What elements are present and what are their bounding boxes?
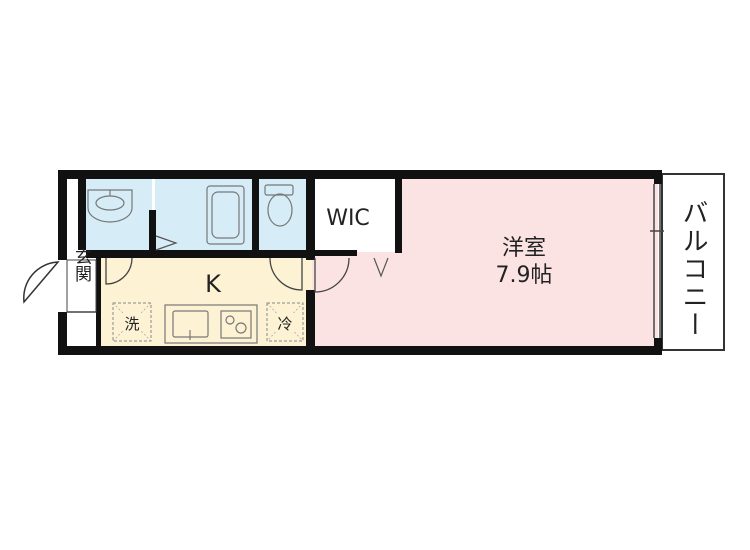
interior-walls bbox=[78, 170, 402, 350]
exterior-walls bbox=[58, 170, 662, 355]
bath-door-marker bbox=[155, 235, 178, 251]
fridge-space bbox=[266, 302, 304, 342]
western-room-size: 7.9帖 bbox=[496, 263, 553, 288]
washroom-door-swing bbox=[105, 257, 133, 285]
entrance-area bbox=[66, 259, 97, 313]
bathroom-area bbox=[155, 177, 254, 252]
bathtub bbox=[206, 185, 245, 245]
washroom-area bbox=[84, 177, 152, 252]
kitchen-label: K bbox=[205, 270, 222, 298]
entrance-door-swing bbox=[23, 261, 60, 304]
balcony-label: バルコニー bbox=[678, 199, 708, 339]
washer-space bbox=[112, 302, 152, 342]
room-door-swing bbox=[314, 257, 350, 293]
kitchen-area bbox=[96, 258, 312, 347]
washbasin bbox=[87, 189, 133, 223]
balcony-area bbox=[662, 177, 722, 347]
fridge-label: 冷 bbox=[277, 315, 292, 333]
western-room-label: 洋室 bbox=[502, 236, 546, 261]
kitchen-counter bbox=[164, 304, 258, 344]
entrance-label: 玄関 bbox=[71, 248, 91, 282]
wic-label: WIC bbox=[326, 206, 370, 231]
toilet-area bbox=[257, 177, 309, 252]
toilet-door-swing bbox=[269, 257, 303, 291]
washer-label: 洗 bbox=[124, 315, 139, 333]
wic-area bbox=[312, 177, 400, 252]
wic-door-marker bbox=[373, 257, 389, 278]
balcony-window bbox=[650, 184, 664, 338]
toilet bbox=[264, 184, 294, 227]
balcony-outline bbox=[661, 173, 725, 351]
